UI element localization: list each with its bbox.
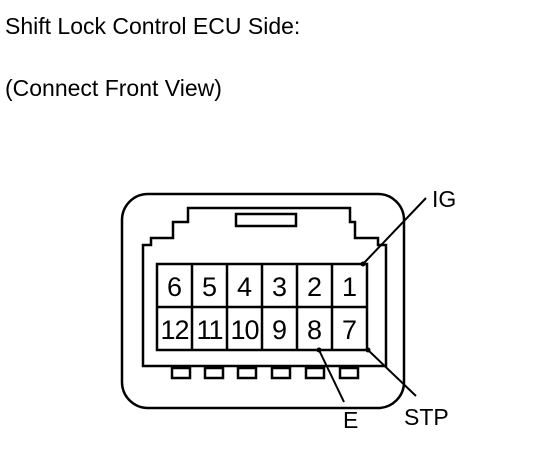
pin-3: 3 [272,272,287,302]
pin-7: 7 [342,315,357,345]
pin-12: 12 [160,315,188,345]
bottom-tabs [170,366,360,380]
ig-leader-dot [360,261,366,267]
e-leader-dot [316,347,322,353]
pin-8: 8 [307,315,322,345]
pin-10: 10 [230,315,258,345]
view-subtitle: (Connect Front View) [5,75,222,101]
e-leader-line [318,349,345,403]
terminal-grid [155,262,369,352]
connector-shell [141,206,388,368]
pin-6: 6 [167,272,182,302]
terminal-label-stp: STP [404,404,449,430]
pin-11: 11 [196,315,222,345]
pin-1: 1 [342,272,357,302]
stp-leader-line [367,349,417,397]
page-title: Shift Lock Control ECU Side: [5,13,301,39]
terminal-label-ig: IG [432,186,456,212]
stp-leader-dot [365,347,371,353]
ig-leader-line [362,197,427,265]
pin-5: 5 [202,272,217,302]
pin-4: 4 [237,272,252,302]
pin-9: 9 [272,315,287,345]
pin-2: 2 [307,272,322,302]
connector-housing [120,192,406,410]
terminal-label-e: E [343,407,358,433]
latch-tab [234,212,298,228]
